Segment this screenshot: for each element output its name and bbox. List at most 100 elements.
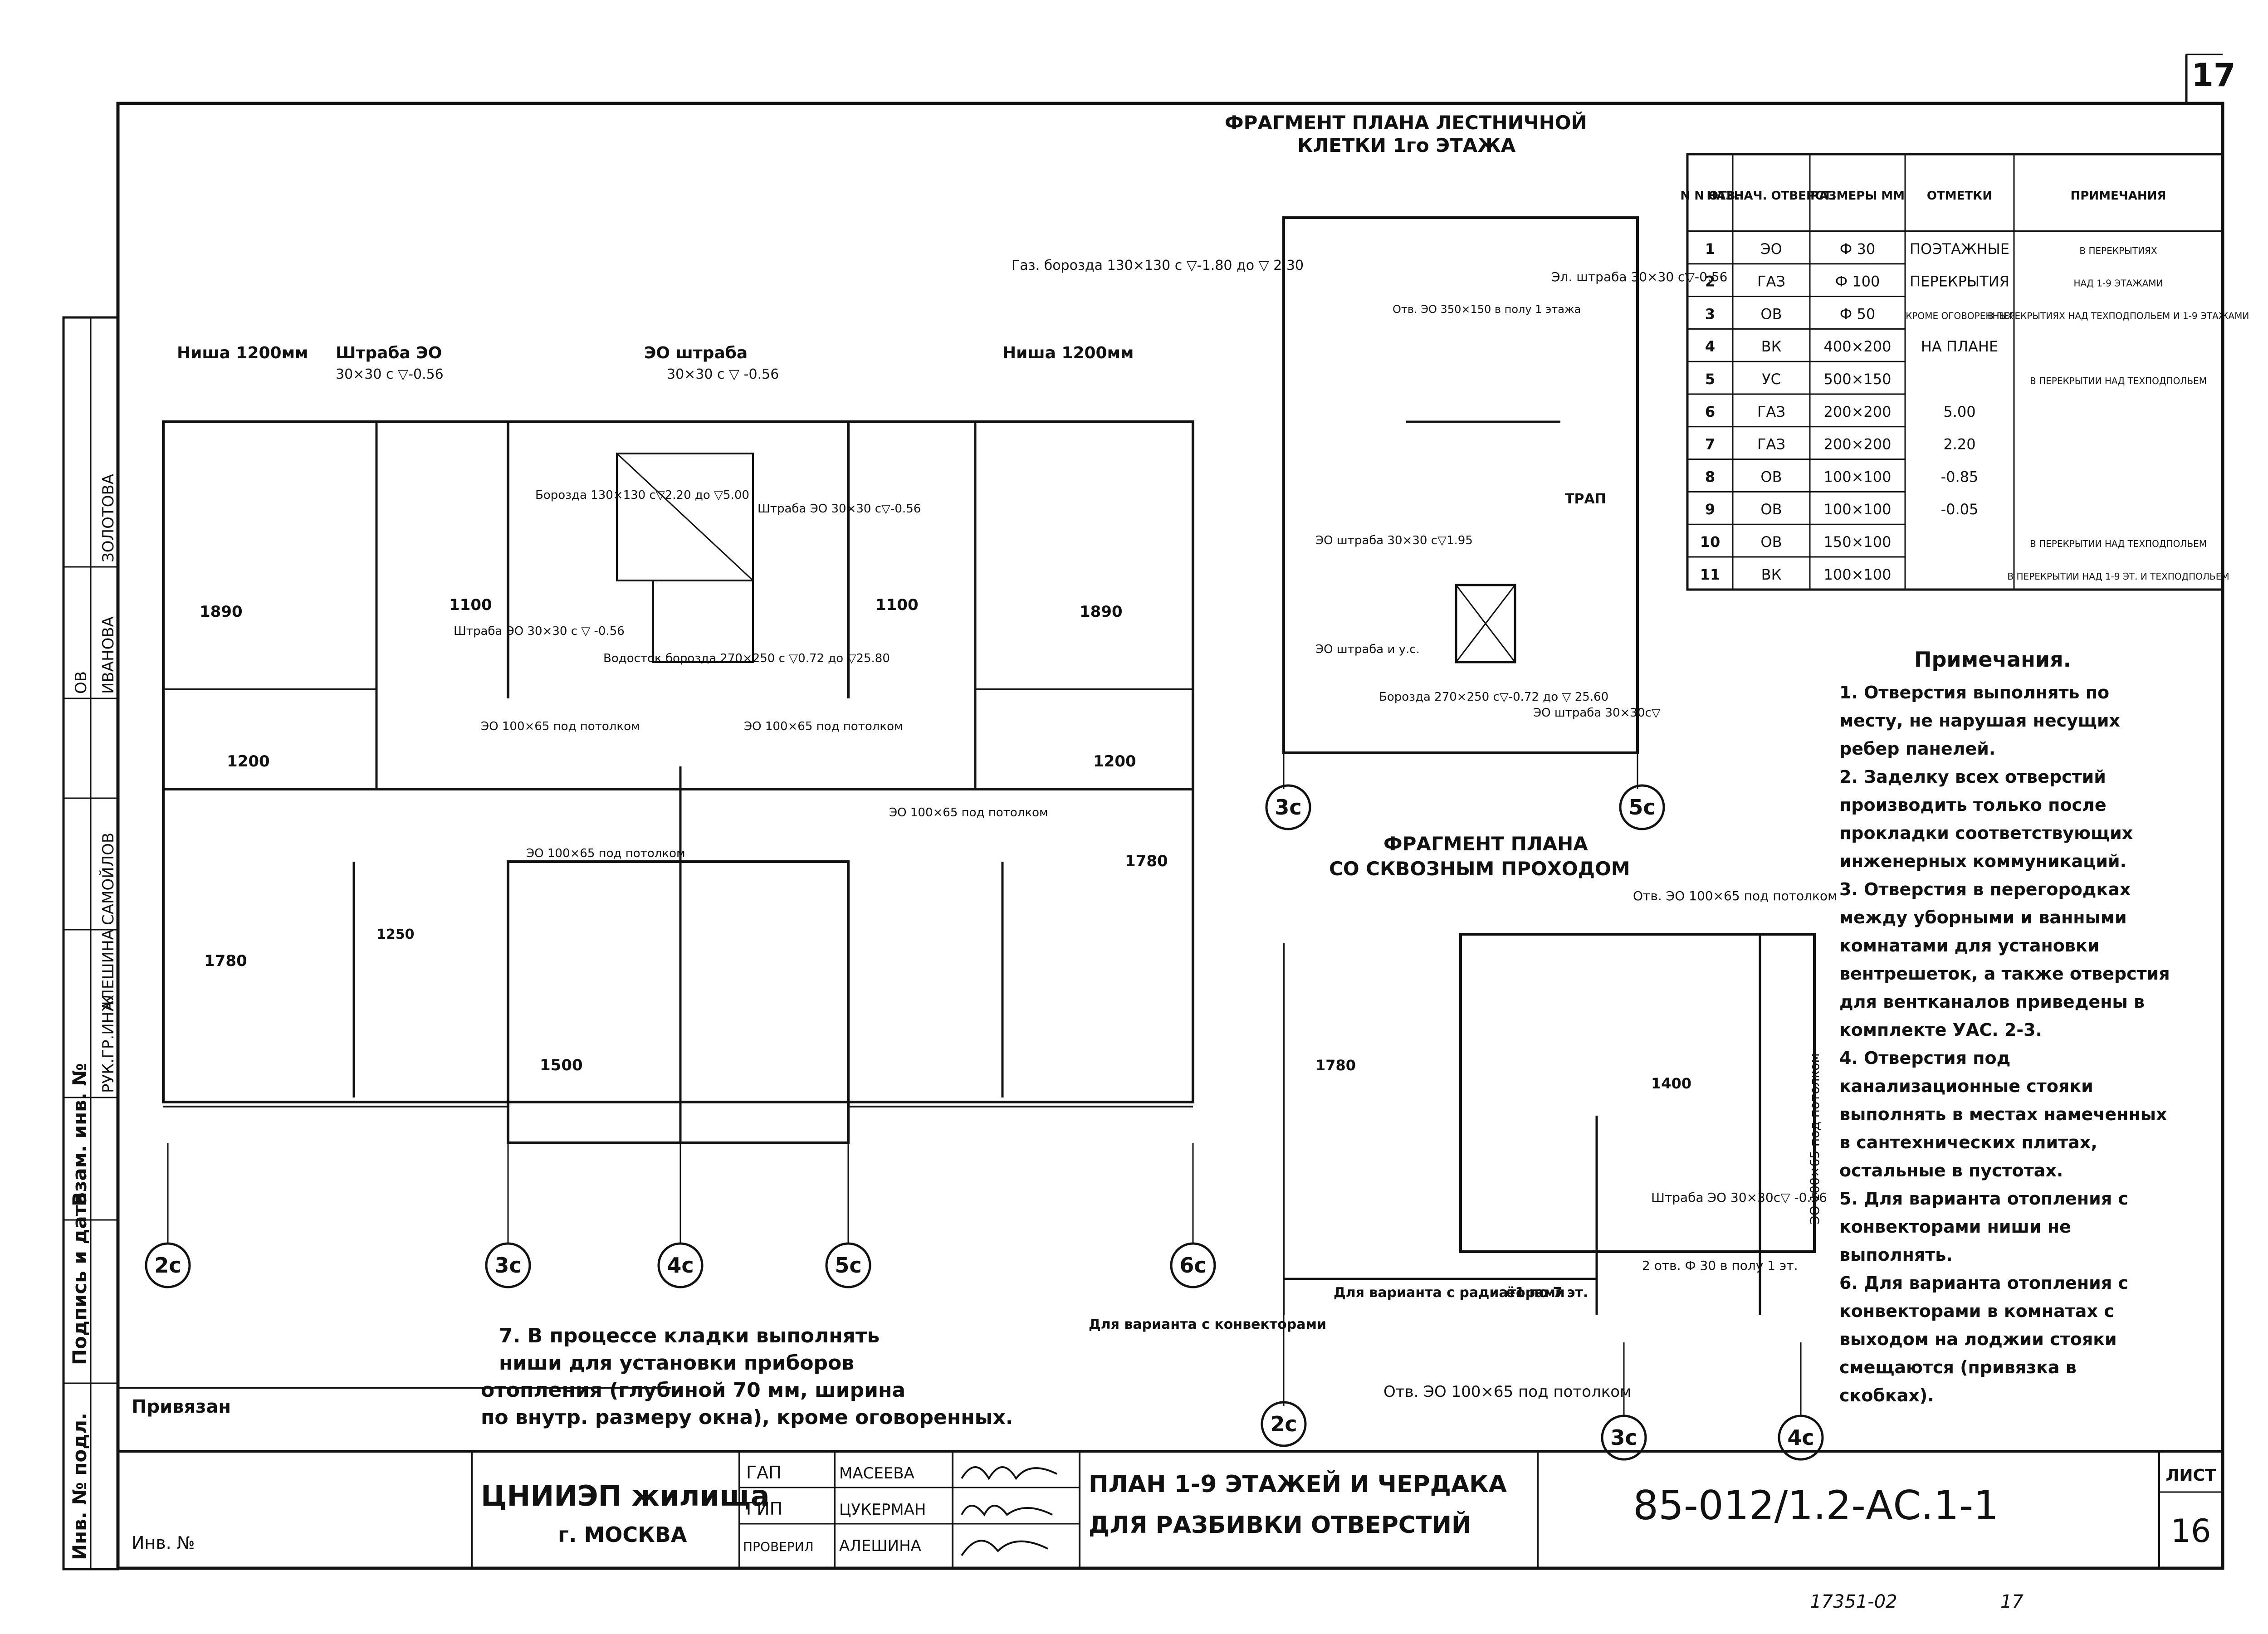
stamp-appr-name-1: ИВАНОВА — [99, 616, 117, 694]
note-item-line: смещаются (привязка в — [1839, 1357, 2077, 1377]
org-city: г. МОСКВА — [558, 1522, 687, 1547]
label-gaz-borozda: Газ. борозда 130×130 с ▽-1.80 до ▽ 2.30 — [1012, 258, 1304, 273]
table-cell: -0.05 — [1941, 501, 1979, 518]
label-shtraba-30: Штраба ЭО — [336, 344, 442, 362]
table-cell: ГАЗ — [1757, 273, 1785, 290]
table-header: ОТМЕТКИ — [1927, 189, 1992, 203]
label-borozda-stair: Борозда 270×250 с▽-0.72 до ▽ 25.60 — [1379, 690, 1608, 704]
label-eo-vertical: ЭО 100×65 под потолком — [1807, 1053, 1822, 1224]
table-cell: В ПЕРЕКРЫТИЯХ НАД ТЕХПОДПОЛЬЕМ И 1-9 ЭТА… — [1988, 310, 2249, 321]
sheet-num-label: ЛИСТ — [2165, 1466, 2216, 1485]
label-eo-potolok-3: ЭО 100×65 под потолком — [526, 847, 685, 860]
note-item-line: для вентканалов приведены в — [1839, 992, 2145, 1012]
note-item-line: 3. Отверстия в перегородках — [1839, 879, 2131, 899]
table-cell: 2 — [1705, 273, 1715, 290]
passage-fragment-plan — [1261, 933, 1824, 1461]
label-otv-eo-bottom: Отв. ЭО 100×65 под потолком — [1383, 1383, 1632, 1401]
dim-1780-right: 1780 — [1125, 852, 1168, 870]
label-eo-shtraba: ЭО штраба — [644, 344, 748, 362]
table-cell: 1 — [1705, 240, 1715, 258]
inv-label: Инв. № — [132, 1533, 195, 1553]
table-cell: ПЕРЕКРЫТИЯ — [1910, 273, 2009, 290]
sign-role-3: ПРОВЕРИЛ — [743, 1539, 814, 1554]
axis-3c: 3с — [494, 1253, 521, 1278]
label-dlya-konv: Для варианта с конвекторами — [1089, 1317, 1326, 1332]
main-axis-markers — [145, 1242, 1216, 1288]
table-cell: В ПЕРЕКРЫТИИ НАД ТЕХПОДПОЛЬЕМ — [2030, 538, 2207, 549]
stamp-appr-dept-1: ОВ — [72, 671, 90, 694]
dim-1890-right: 1890 — [1080, 603, 1123, 621]
table-cell: В ПЕРЕКРЫТИИ НАД ТЕХПОДПОЛЬЕМ — [2030, 376, 2207, 386]
archive-page: 17 — [2000, 1591, 2024, 1612]
label-nisha-left: Ниша 1200мм — [177, 344, 308, 362]
label-eo-shtraba-stair: ЭО штраба 30×30 с▽1.95 — [1315, 534, 1473, 547]
note-item-line: производить только после — [1839, 795, 2107, 815]
note-item-line: конвекторами в комнатах с — [1839, 1301, 2114, 1321]
stamp-role-1: РУК.ГР.ИНЖ — [99, 995, 117, 1093]
table-cell: ГАЗ — [1757, 436, 1785, 453]
label-shtraba-30-dim: 30×30 с ▽-0.56 — [336, 366, 444, 382]
note-item-line: 2. Заделку всех отверстий — [1839, 767, 2106, 787]
note-item-line: месту, не нарушая несущих — [1839, 711, 2120, 731]
table-cell: ОВ — [1760, 501, 1782, 518]
label-el-po7: ё1 по 7 эт. — [1506, 1285, 1588, 1301]
table-cell: 100×100 — [1824, 566, 1892, 583]
margin-label-inv: Инв. № подл. — [68, 1413, 91, 1560]
table-cell: УС — [1762, 371, 1781, 388]
passage-heading-2: СО СКВОЗНЫМ ПРОХОДОМ — [1329, 858, 1630, 880]
passage-heading-1: ФРАГМЕНТ ПЛАНА — [1383, 833, 1588, 855]
dim-1500: 1500 — [540, 1056, 583, 1074]
table-header: N N ОТВ. — [1680, 189, 1740, 203]
table-cell: 5 — [1705, 371, 1715, 388]
table-cell: Ф 50 — [1840, 305, 1875, 322]
dim-1100-right: 1100 — [875, 596, 919, 614]
stair-axis-3c: 3с — [1275, 795, 1301, 819]
axis-6c: 6с — [1179, 1253, 1206, 1278]
label-eo-shtraba-us: ЭО штраба и у.с. — [1315, 643, 1420, 656]
note-item-line: 6. Для варианта отопления с — [1839, 1273, 2128, 1293]
table-cell: НАД 1-9 ЭТАЖАМИ — [2073, 278, 2163, 289]
table-cell: 6 — [1705, 403, 1715, 420]
table-cell: ВК — [1761, 566, 1782, 583]
notes-title: Примечания. — [1914, 647, 2071, 672]
note-item-line: инженерных коммуникаций. — [1839, 851, 2126, 871]
dim-1400-passage: 1400 — [1651, 1075, 1691, 1092]
openings-table-grid — [1686, 153, 2224, 591]
table-cell: 8 — [1705, 468, 1715, 485]
note-item-line: остальные в пустотах. — [1839, 1161, 2063, 1180]
note-item-line: скобках). — [1839, 1385, 1934, 1405]
sign-role-2: ГИП — [746, 1499, 782, 1519]
table-cell: 2.20 — [1943, 436, 1975, 453]
table-cell: 200×200 — [1824, 403, 1892, 420]
main-floor-plan — [162, 420, 1194, 1243]
table-cell: 100×100 — [1824, 468, 1892, 485]
stair-heading-2: КЛЕТКИ 1го ЭТАЖА — [1297, 134, 1516, 156]
table-cell: 3 — [1705, 305, 1715, 322]
table-header: НАЗНАЧ. ОТВЕРСТ. — [1706, 189, 1836, 203]
table-cell: 400×200 — [1824, 338, 1892, 355]
sign-name-2: ЦУКЕРМАН — [839, 1501, 926, 1519]
table-cell: 150×100 — [1824, 533, 1892, 551]
title-block — [118, 1387, 2223, 1569]
note-item-line: конвекторами ниши не — [1839, 1217, 2071, 1237]
table-header: ПРИМЕЧАНИЯ — [2071, 189, 2166, 203]
dim-1890-left: 1890 — [200, 603, 243, 621]
table-cell: ОВ — [1760, 533, 1782, 551]
passage-axis-2c: 2с — [1270, 1412, 1297, 1436]
note-item-line: между уборными и ванными — [1839, 907, 2127, 927]
label-shtraba-mid: Штраба ЭО 30×30 с ▽ -0.56 — [454, 624, 625, 638]
note-item-line: выполнять в местах намеченных — [1839, 1104, 2167, 1124]
label-vodostok: Водосток борозда 270×250 с ▽0.72 до ▽25.… — [603, 652, 890, 665]
sign-name-1: МАСЕЕВА — [839, 1464, 914, 1483]
label-eo-potolok-1: ЭО 100×65 под потолком — [481, 720, 640, 733]
label-shtraba-passage: Штраба ЭО 30×30с▽ -0.56 — [1651, 1190, 1827, 1205]
dim-1780-passage: 1780 — [1315, 1057, 1356, 1074]
table-cell: 200×200 — [1824, 436, 1892, 453]
label-shtraba-right: Штраба ЭО 30×30 с▽-0.56 — [758, 502, 921, 516]
note7-line2: ниши для установки приборов — [499, 1351, 854, 1375]
label-eo-shtraba-stair2: ЭО штраба 30×30с▽ — [1533, 706, 1661, 720]
note-item-line: в сантехнических плитах, — [1839, 1132, 2097, 1152]
note7-line3: отопления (глубиной 70 мм, ширина — [481, 1379, 905, 1402]
note-item-line: 1. Отверстия выполнять по — [1839, 683, 2109, 702]
